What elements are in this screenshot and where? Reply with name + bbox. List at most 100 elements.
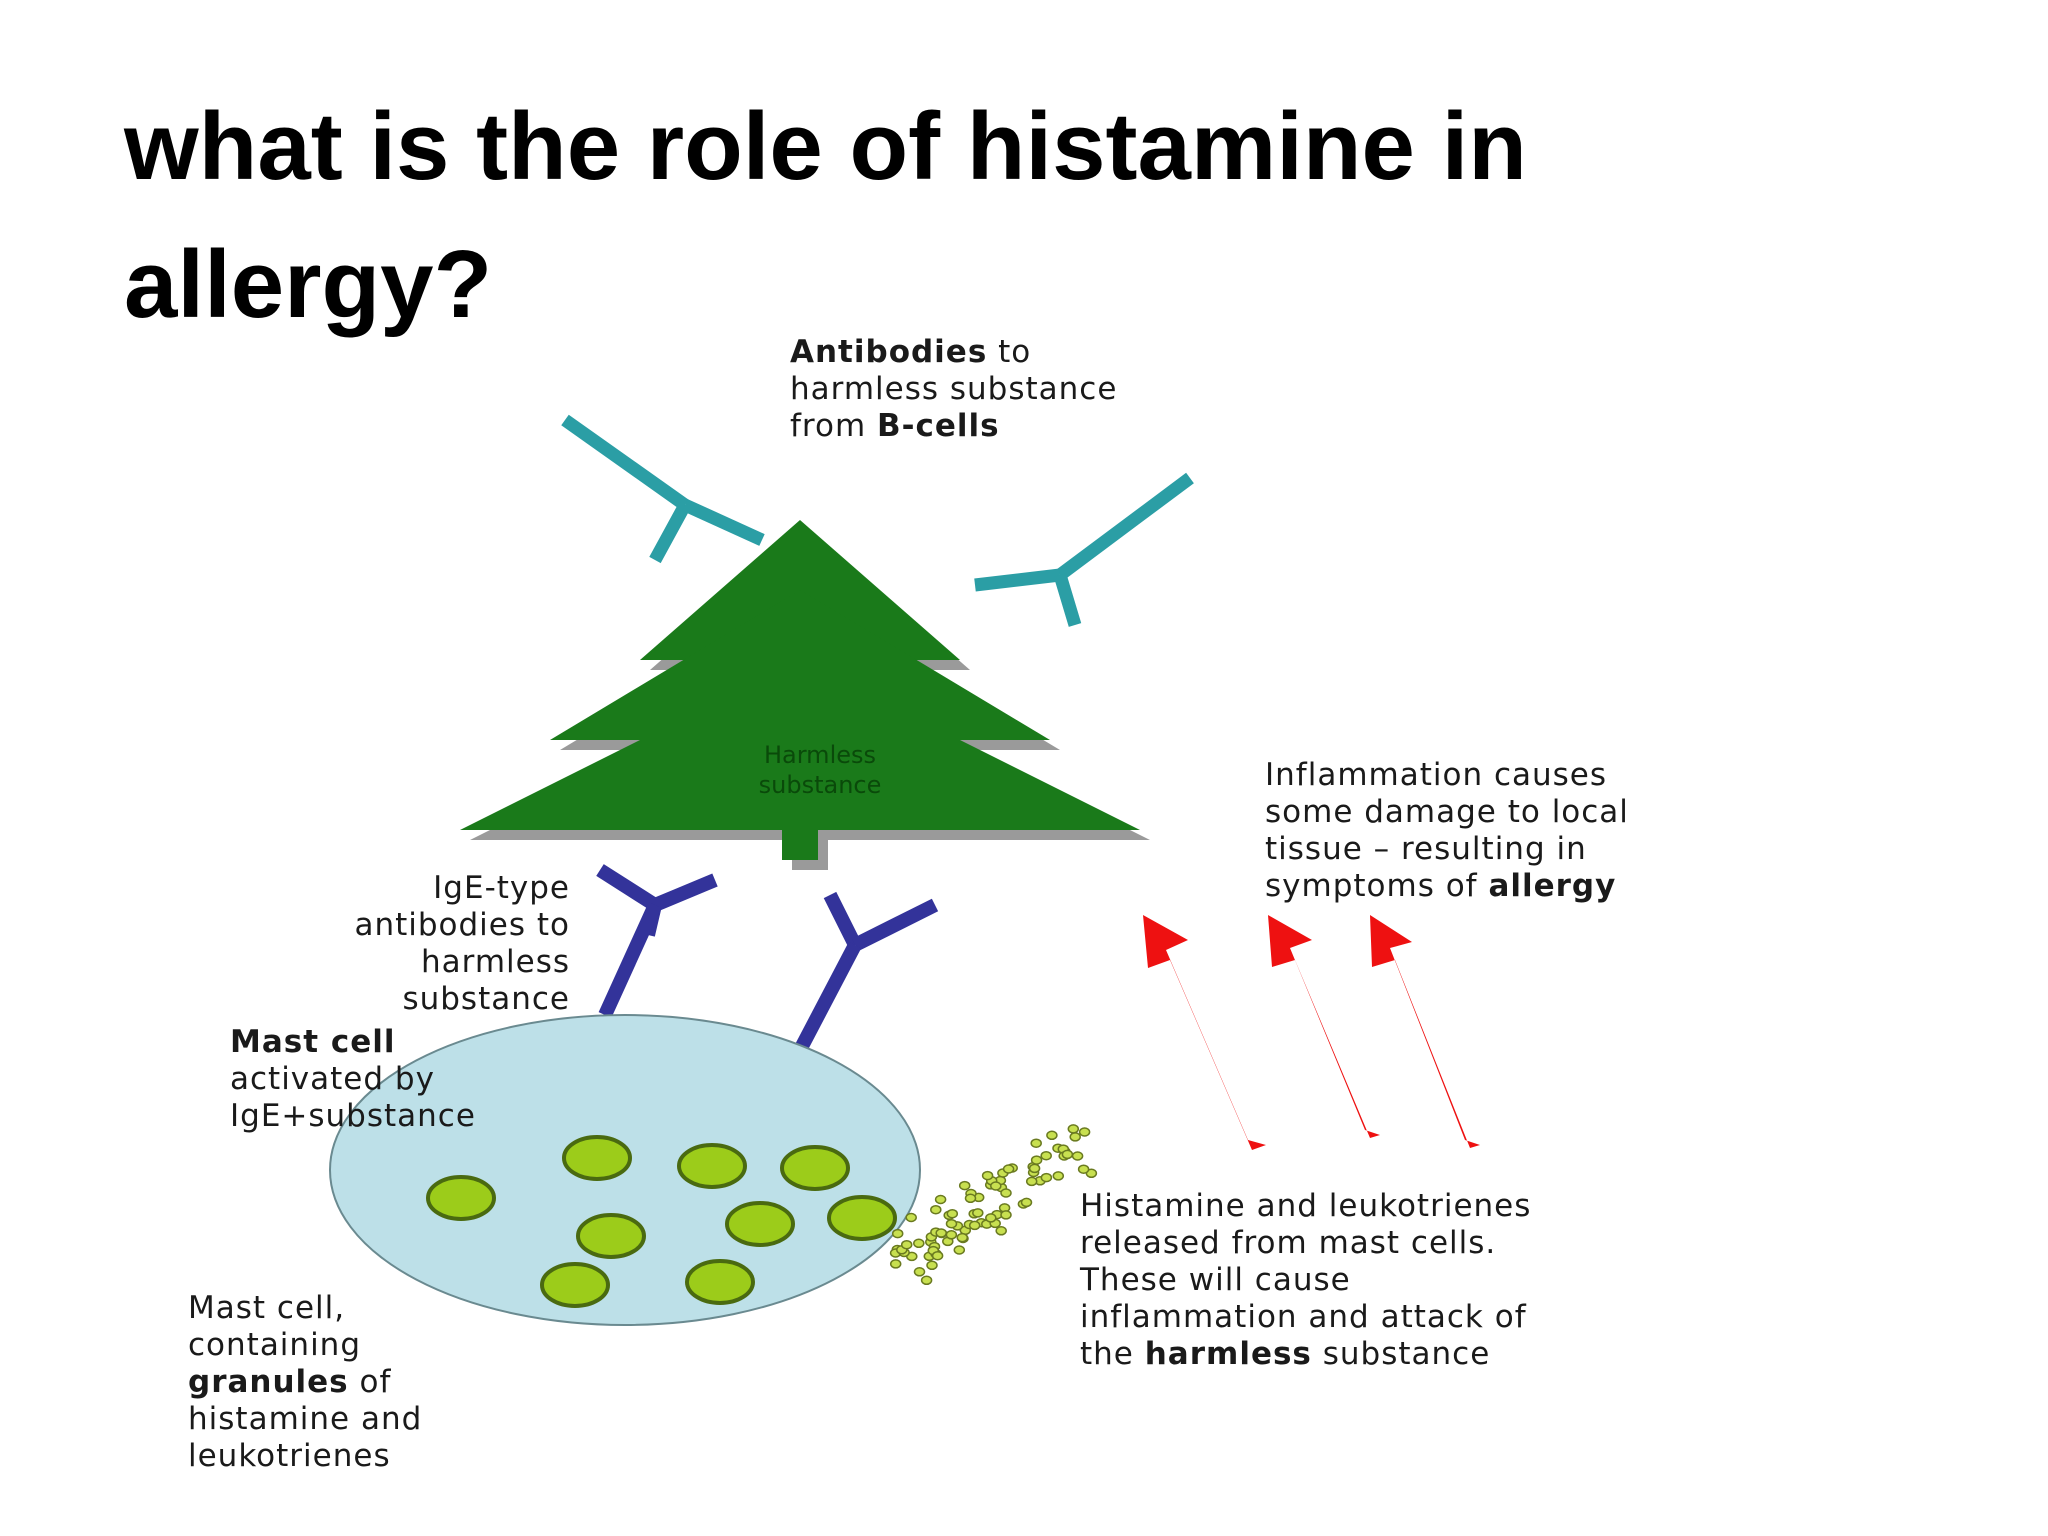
histamine-particle [934,1194,947,1205]
antibodies-label: Antibodies to harmless substance from B-… [790,334,1117,445]
granule-icon [576,1213,646,1259]
histamine-particle [905,1212,917,1223]
histamine-particle [1030,1155,1043,1165]
antibodies-label-bcells: B-cells [877,408,1000,444]
histamine-particle [1061,1149,1074,1160]
granule-icon [685,1259,755,1305]
histamine-particle [953,1245,966,1255]
histamine-particle [931,1250,944,1261]
histamine-particle [1030,1138,1042,1148]
up-arrow-icon [1268,915,1380,1138]
histamine-release-line2: released from mast cells. [1080,1225,1497,1261]
antibody-icon-right [974,472,1194,627]
up-arrow-icon [1370,915,1480,1148]
mast-activated-line1: Mast cell [230,1024,396,1060]
histamine-particle [920,1275,933,1286]
granule-icon [725,1201,795,1247]
ige-line4: substance [402,981,570,1017]
histamine-particle [1000,1210,1012,1220]
antibody-icon-left [561,414,765,564]
mast-containing-line2: containing [188,1327,362,1363]
histamine-particle [913,1267,926,1277]
histamine-release-line5-harmless: harmless [1144,1336,1312,1372]
histamine-particle [972,1208,984,1218]
histamine-release-line3: These will cause [1080,1262,1351,1298]
inflammation-label: Inflammation causes some damage to local… [1265,757,1629,905]
histamine-particle [1077,1164,1090,1174]
mast-activated-line3: IgE+substance [230,1098,476,1134]
mast-containing-granules: granules [188,1364,349,1400]
histamine-particle [956,1232,969,1243]
ige-antibody-icon-left [596,864,718,1018]
granule-icon [426,1175,496,1221]
histamine-particle [1002,1164,1015,1174]
histamine-particle [1052,1171,1065,1181]
released-histamine-particles [889,1124,1098,1286]
histamine-particle [1040,1150,1052,1161]
histamine-particle [891,1228,904,1239]
histamine-particle [1067,1124,1080,1134]
histamine-particle [964,1193,977,1204]
histamine-particle [935,1228,947,1238]
mast-containing-line5: leukotrienes [188,1438,391,1474]
histamine-particle [985,1213,997,1223]
granule-icon [540,1262,610,1308]
granule-icon [827,1195,897,1241]
inflammation-line1: Inflammation causes [1265,757,1608,793]
inflammation-line3: tissue – resulting in [1265,831,1587,867]
ige-line1: IgE-type [433,870,570,906]
histamine-particle [1040,1172,1053,1183]
inflammation-line4-allergy: allergy [1488,868,1617,904]
histamine-release-line5-post: substance [1311,1336,1491,1372]
antibodies-label-rest: to [987,334,1032,370]
histamine-particle [958,1180,971,1191]
histamine-particle [926,1260,938,1271]
ige-label: IgE-type antibodies to harmless substanc… [290,870,570,1018]
mast-containing-line3-post: of [348,1364,392,1400]
mast-activated-label: Mast cell activated by IgE+substance [230,1024,476,1135]
antibodies-label-line3-pre: from [790,408,877,444]
title-line-1: what is the role of histamine in [124,93,1527,200]
granule-icon [780,1145,850,1191]
inflammation-line2: some damage to local [1265,794,1629,830]
mast-containing-line1: Mast cell, [188,1290,346,1326]
histamine-particle [945,1230,958,1240]
histamine-particle [1069,1132,1081,1142]
histamine-release-line4: inflammation and attack of [1080,1299,1527,1335]
histamine-particle [946,1208,959,1219]
histamine-particle [1078,1127,1091,1137]
granule-icon [562,1135,632,1181]
histamine-particle [1071,1151,1084,1161]
granules [426,1135,897,1308]
mast-containing-line4: histamine and [188,1401,423,1437]
harmless-substance-line1: Harmless [763,741,877,769]
histamine-release-line1: Histamine and leukotrienes [1080,1188,1532,1224]
histamine-particle [995,1226,1007,1236]
histamine-particle [889,1259,902,1269]
histamine-particle [930,1204,942,1215]
histamine-particle [1028,1163,1041,1174]
harmless-substance-label: Harmless substance [700,740,940,800]
granule-icon [677,1143,747,1189]
inflammation-line4-pre: symptoms of [1265,868,1489,904]
histamine-particle [1020,1197,1033,1208]
mast-activated-line2: activated by [230,1061,435,1097]
histamine-particle [981,1170,994,1181]
antibodies-label-line2: harmless substance [790,371,1118,407]
histamine-particle [913,1238,925,1249]
ige-line2: antibodies to [354,907,570,943]
histamine-particle [1025,1176,1038,1187]
mast-containing-label: Mast cell, containing granules of histam… [188,1290,422,1475]
histamine-particle [900,1239,913,1250]
histamine-release-label: Histamine and leukotrienes released from… [1080,1188,1531,1373]
fir-tree-icon [460,520,1140,860]
title-line-2: allergy? [124,231,493,338]
ige-line3: harmless [420,944,570,980]
antibodies-label-bold: Antibodies [790,334,988,370]
harmless-substance-line2: substance [758,771,882,799]
histamine-particle [1046,1130,1058,1141]
histamine-particle [945,1218,958,1229]
slide-title: what is the role of histamine in allergy… [124,78,1824,354]
inflammation-arrows [1143,915,1480,1150]
